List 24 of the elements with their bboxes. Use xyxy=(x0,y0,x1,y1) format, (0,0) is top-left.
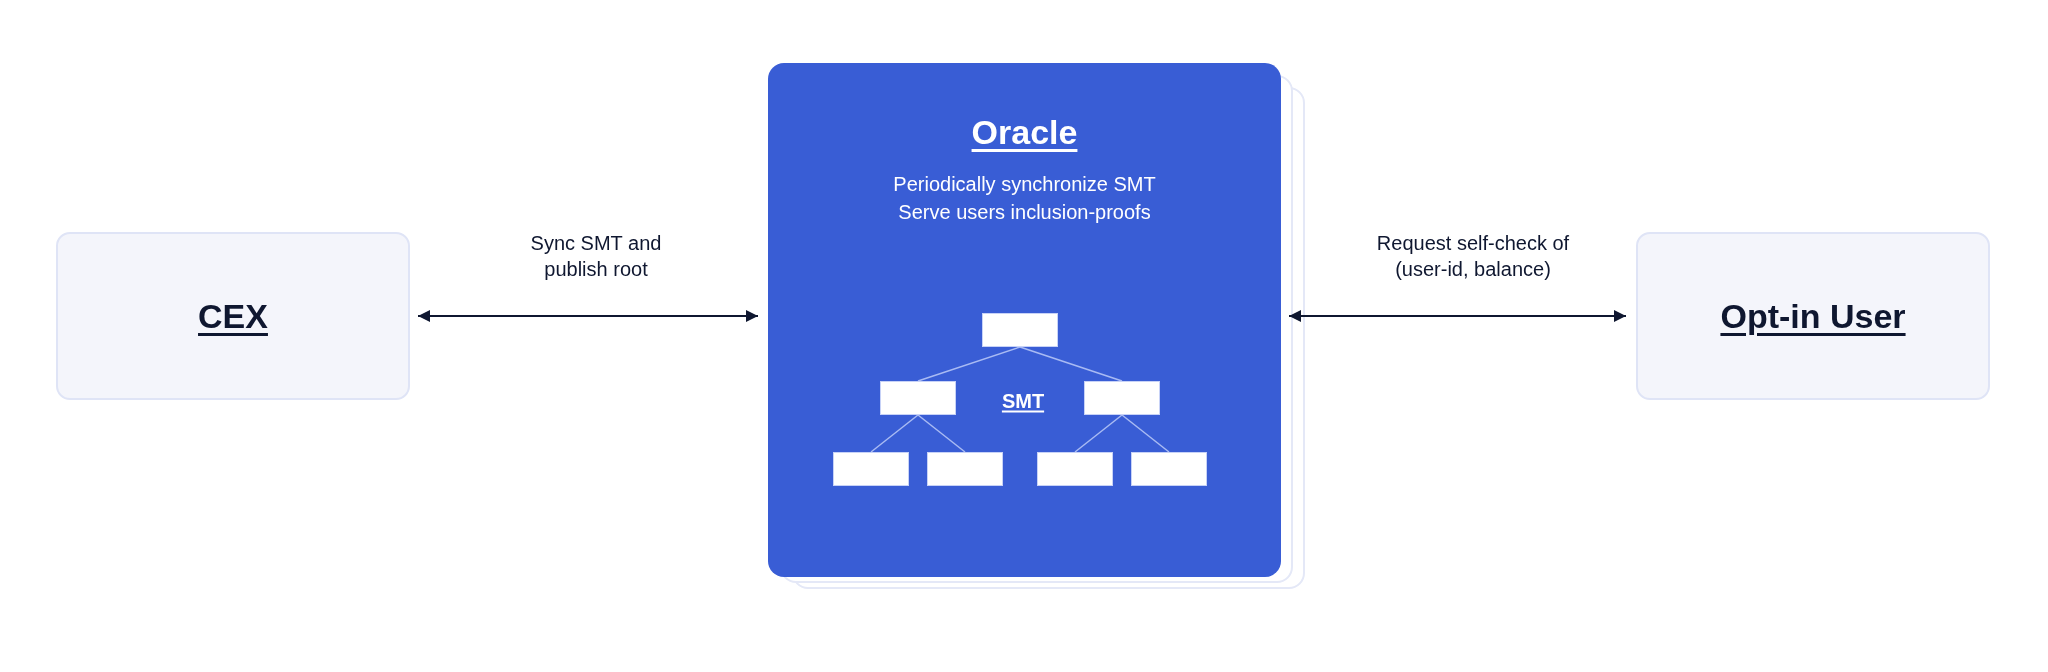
tree-node-box xyxy=(982,313,1058,347)
tree-connector-line xyxy=(917,414,966,453)
tree-connector-line xyxy=(870,414,919,453)
tree-node-box xyxy=(833,452,909,486)
tree-connector-line xyxy=(1074,414,1123,453)
tree-node-box xyxy=(880,381,956,415)
tree-node-box xyxy=(1037,452,1113,486)
tree-connector-line xyxy=(917,346,1021,382)
tree-connector-line xyxy=(1121,414,1170,453)
panel-description: Serve users inclusion-proofs xyxy=(897,201,1152,224)
tree-node-box xyxy=(1084,381,1160,415)
entity-box xyxy=(56,232,410,400)
tree-node-box xyxy=(927,452,1003,486)
tree-node-box xyxy=(1131,452,1207,486)
entity-title: Opt-in User xyxy=(1720,296,1906,336)
oracle-panel xyxy=(768,63,1281,577)
panel-description: Periodically synchronize SMT xyxy=(892,173,1157,196)
double-arrow xyxy=(417,310,759,322)
tree-connector-line xyxy=(1019,346,1123,382)
entity-box xyxy=(1636,232,1990,400)
panel-title: Oracle xyxy=(970,113,1079,152)
entity-title: CEX xyxy=(198,296,268,336)
tree-label: SMT xyxy=(1001,389,1045,413)
double-arrow xyxy=(1288,310,1627,322)
